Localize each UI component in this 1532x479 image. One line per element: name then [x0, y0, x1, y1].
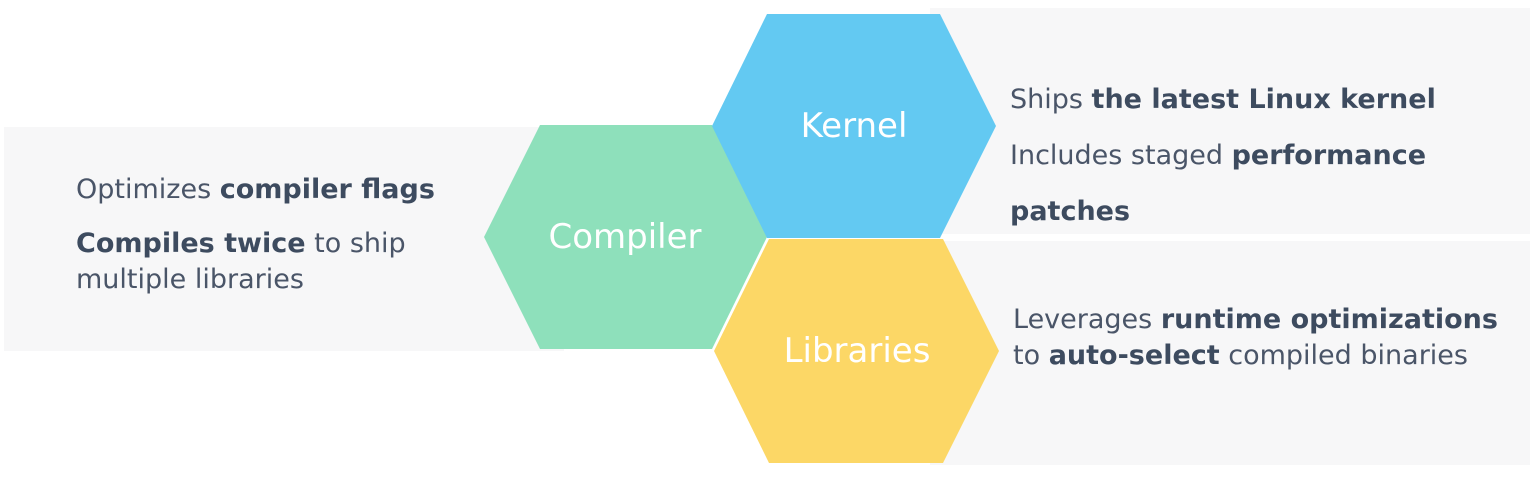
kernel-description-line-2: Includes staged performance patches: [1010, 128, 1510, 240]
compiler-desc-bold: Compiles twice: [76, 228, 306, 259]
kernel-hexagon-shape: [712, 14, 996, 238]
libraries-desc-bold: auto-select: [1048, 340, 1220, 371]
libraries-desc-text: Leverages: [1013, 304, 1161, 335]
libraries-description-line-1: Leverages runtime optimizations to auto-…: [1013, 302, 1528, 374]
libraries-desc-text: compiled binaries: [1219, 340, 1468, 371]
compiler-description: Optimizes compiler flags Compiles twice …: [76, 172, 496, 298]
kernel-desc-bold: performance patches: [1010, 140, 1427, 227]
compiler-description-panel: [4, 127, 564, 351]
libraries-description-panel: [930, 241, 1530, 465]
libraries-description: Leverages runtime optimizations to auto-…: [1013, 302, 1528, 374]
libraries-desc-text: to: [1013, 340, 1049, 371]
kernel-description-panel: [930, 8, 1530, 234]
compiler-desc-text: to ship multiple libraries: [76, 228, 406, 295]
libraries-hexagon-label: Libraries: [784, 331, 931, 371]
kernel-desc-text: Ships: [1010, 84, 1092, 115]
compiler-desc-bold: compiler flags: [219, 174, 435, 205]
compiler-description-line-1: Optimizes compiler flags: [76, 172, 496, 208]
kernel-hexagon: Kernel: [712, 14, 996, 238]
kernel-description: Ships the latest Linux kernel Includes s…: [1010, 72, 1510, 240]
kernel-desc-bold: the latest Linux kernel: [1091, 84, 1436, 115]
libraries-hexagon: Libraries: [714, 239, 999, 463]
kernel-description-line-1: Ships the latest Linux kernel: [1010, 72, 1510, 128]
kernel-desc-text: Includes staged: [1010, 140, 1232, 171]
compiler-hexagon-label: Compiler: [548, 217, 701, 257]
kernel-hexagon-label: Kernel: [801, 106, 908, 146]
compiler-desc-text: Optimizes: [76, 174, 220, 205]
compiler-hexagon-shape: [484, 125, 767, 349]
compiler-hexagon: Compiler: [484, 125, 767, 349]
libraries-desc-bold: runtime optimizations: [1160, 304, 1498, 335]
compiler-description-line-2: Compiles twice to ship multiple librarie…: [76, 226, 496, 298]
libraries-hexagon-shape: [714, 239, 999, 463]
